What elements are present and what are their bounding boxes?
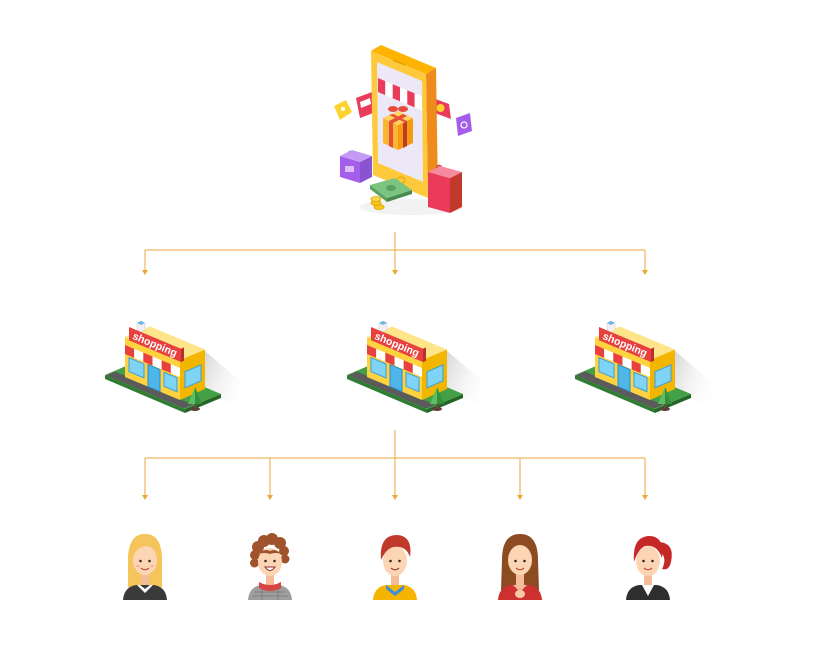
hair	[380, 535, 411, 560]
store-icon	[104, 320, 258, 414]
store-1: shopping	[104, 320, 258, 414]
customer-avatar-brown-hair-woman	[498, 534, 542, 600]
face	[636, 546, 660, 576]
connector-phone-to-stores	[142, 232, 648, 275]
gift-box-icon	[383, 106, 413, 150]
face	[508, 545, 532, 575]
coins-icon	[370, 196, 385, 210]
store-3: shopping	[574, 320, 728, 414]
chat-bubble-icon	[456, 113, 472, 136]
hair	[633, 536, 663, 562]
face	[383, 546, 407, 576]
customer-avatar-red-hair-man	[373, 535, 417, 600]
customer-avatar-red-ponytail-woman	[626, 536, 672, 600]
cash-stack-icon	[370, 178, 412, 202]
collar	[386, 585, 404, 596]
customer-avatar-curly-hair-boy	[248, 533, 292, 600]
face	[258, 548, 282, 576]
shopping-bag-purple-icon	[340, 150, 372, 183]
store-2: shopping	[346, 320, 500, 414]
mobile-shopping-app-icon	[334, 45, 472, 215]
hair	[250, 533, 290, 568]
customer-avatar-blonde-woman	[123, 534, 167, 600]
shopping-bag-red-icon	[428, 164, 462, 213]
screen-awning	[378, 78, 422, 111]
price-tag-icon	[334, 100, 352, 120]
store-icon	[346, 320, 500, 414]
discount-card-icon	[356, 92, 376, 118]
store-icon	[574, 320, 728, 414]
connector-store-to-customers	[142, 430, 648, 500]
clasped-hands	[515, 590, 525, 598]
face	[133, 545, 157, 575]
scarf	[259, 582, 281, 591]
